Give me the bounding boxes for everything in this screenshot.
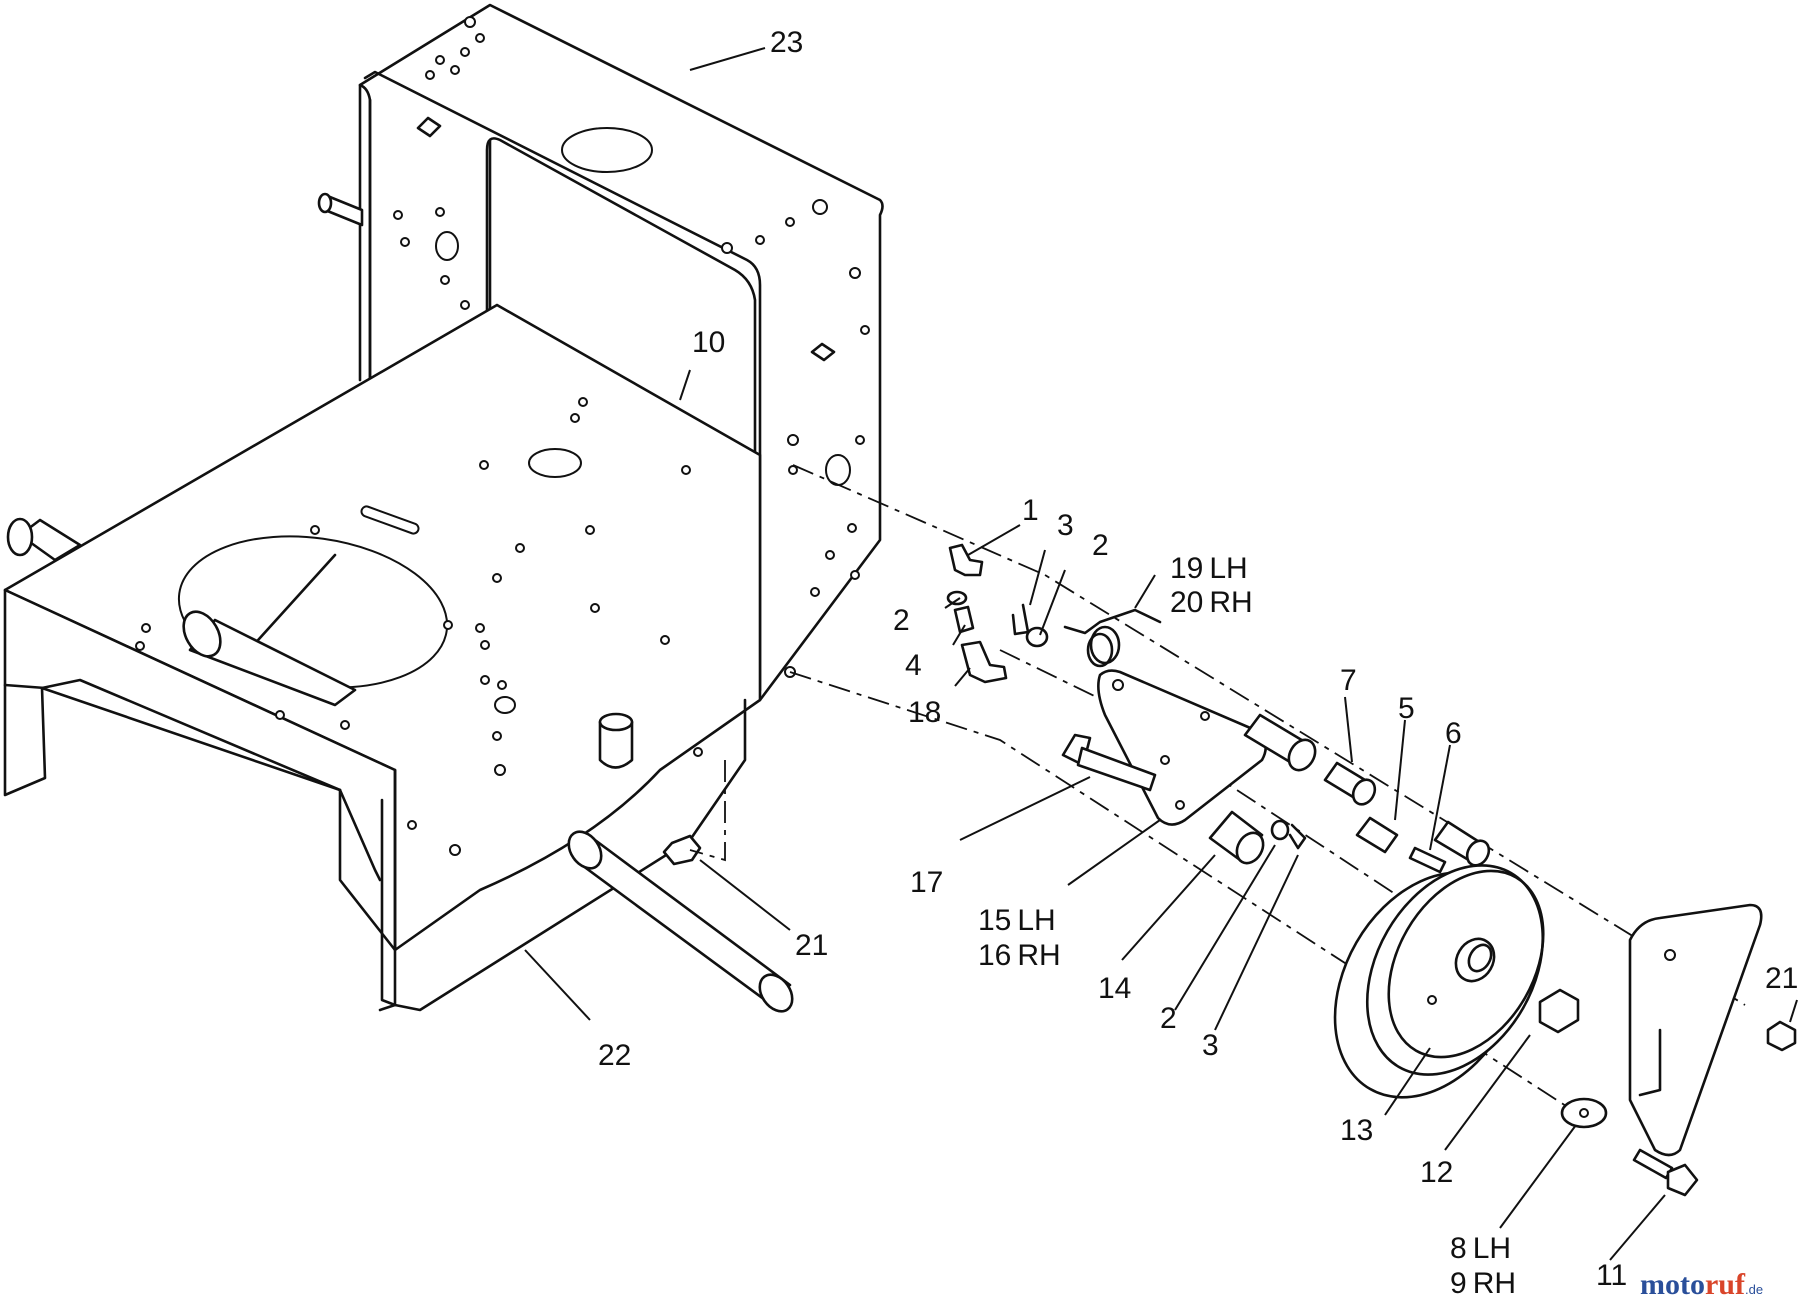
callout-5: 5 [1398, 692, 1415, 725]
callout-21-left: 21 [795, 929, 828, 962]
nut-part-12 [1538, 988, 1580, 1034]
callout-10: 10 [692, 326, 725, 359]
bushing-part-14 [1208, 810, 1265, 865]
nut-part-21-right [1766, 1020, 1797, 1052]
callout-3b: 3 [1202, 1029, 1219, 1062]
callout-12: 12 [1420, 1156, 1453, 1189]
callout-17: 17 [910, 866, 943, 899]
callout-23: 23 [770, 26, 803, 59]
washer-clip-parts-2-3 [1270, 819, 1307, 850]
callout-7: 7 [1340, 664, 1357, 697]
callout-14: 14 [1098, 972, 1131, 1005]
pivot-parts [946, 543, 1162, 684]
bolt-part-11 [1632, 1148, 1699, 1197]
idler-arm-part-15-16 [1097, 669, 1267, 826]
callout-4: 4 [905, 649, 922, 682]
callout-11: 11 [1596, 1259, 1627, 1292]
callout-2b: 2 [893, 604, 910, 637]
base-part-22 [3, 303, 794, 1013]
spacer-part-7b [1323, 761, 1377, 806]
callout-13: 13 [1340, 1114, 1373, 1147]
pulley-part-13 [1333, 864, 1545, 1099]
callout-21-right: 21 [1765, 962, 1798, 995]
callout-22: 22 [598, 1039, 631, 1072]
callout-6: 6 [1445, 717, 1462, 750]
pin-part-6 [1408, 846, 1447, 874]
leader-lines [524, 47, 1798, 1261]
bushing-part-7 [1243, 713, 1317, 772]
callout-3a: 3 [1057, 509, 1074, 542]
bracket-plate [1628, 903, 1763, 1157]
watermark-logo: motoruf.de [1640, 1268, 1763, 1301]
assembly-lines [789, 464, 1746, 1116]
callout-1: 1 [1022, 494, 1039, 527]
spacer-part-5 [1355, 816, 1399, 854]
spacer-part-6b [1433, 820, 1491, 867]
watermark-text: motoruf.de [1640, 1268, 1763, 1301]
callout-18: 18 [908, 696, 941, 729]
washer-part-8-9 [1560, 1097, 1608, 1129]
bolt-part-17 [1061, 733, 1157, 792]
callout-2c: 2 [1160, 1002, 1177, 1035]
callout-2a: 2 [1092, 529, 1109, 562]
